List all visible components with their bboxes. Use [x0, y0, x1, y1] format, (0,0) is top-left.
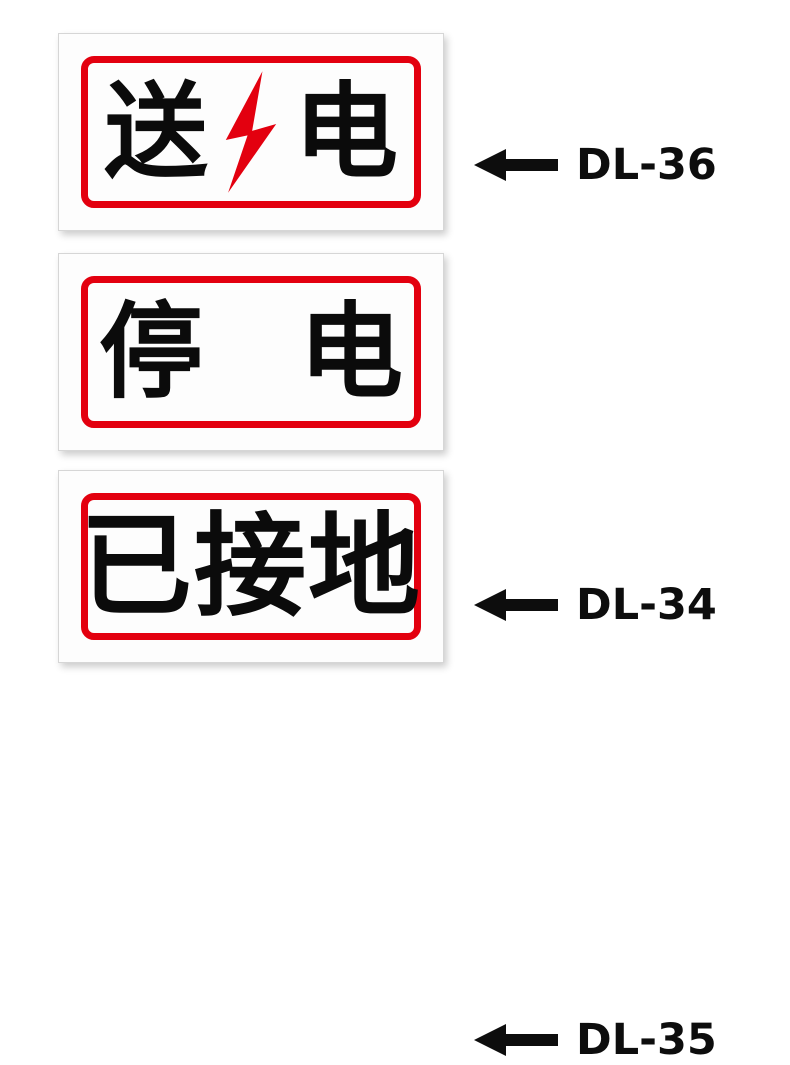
sign-glyph-right: 电	[294, 71, 399, 193]
arrow-left-icon	[474, 149, 558, 181]
sign-text-group: 已接地	[80, 511, 422, 623]
arrow-left-icon	[474, 589, 558, 621]
sign-card-dl-36[interactable]: 送 电	[58, 33, 444, 231]
sign-glyph-right: 电	[299, 291, 404, 413]
sign-row: 停 电 DL-34	[0, 253, 790, 626]
callout-label: DL-34	[576, 579, 717, 630]
sign-text-group: 停 电	[99, 300, 403, 404]
sign-catalog-page: 送 电 DL-36 停	[0, 33, 790, 1061]
sign-glyph-left: 已接地	[80, 501, 422, 632]
lightning-bolt-icon	[212, 67, 290, 197]
sign-row: 已接地 DL-35	[0, 470, 790, 1061]
sign-text-group: 送 电	[104, 67, 398, 197]
callout-label: DL-36	[576, 139, 717, 190]
callout-dl-36: DL-36	[474, 141, 717, 189]
callout-dl-34: DL-34	[474, 581, 717, 629]
sign-glyph-left: 停	[98, 291, 203, 413]
sign-card-dl-34[interactable]: 停 电	[58, 253, 444, 451]
arrow-left-icon	[474, 1024, 558, 1056]
sign-card-dl-35[interactable]: 已接地	[58, 470, 444, 663]
callout-dl-35: DL-35	[474, 1016, 717, 1064]
red-border-frame: 停 电	[81, 276, 421, 428]
red-border-frame: 送 电	[81, 56, 421, 208]
callout-label: DL-35	[576, 1014, 717, 1065]
sign-glyph-left: 送	[103, 71, 208, 193]
sign-row: 送 电 DL-36	[0, 33, 790, 231]
red-border-frame: 已接地	[80, 493, 422, 640]
